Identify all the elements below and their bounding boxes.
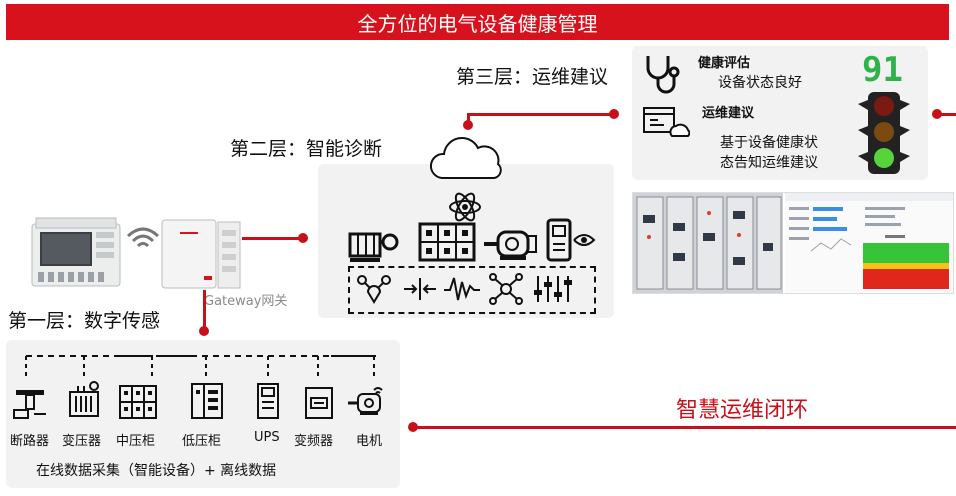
layer2-label: 第二层：智能诊断 <box>230 138 383 160</box>
device-label-transformer: 变压器 <box>62 434 102 449</box>
cloud-icon <box>428 136 508 182</box>
connector-dot <box>609 109 619 119</box>
layer1-connector <box>203 290 206 330</box>
advice-title: 运维建议 <box>702 106 755 121</box>
connector-dot <box>408 422 418 432</box>
health-status: 设备状态良好 <box>718 75 802 91</box>
connector-dot <box>932 109 942 119</box>
network-icon <box>488 272 524 306</box>
converge-arrows-icon <box>402 276 438 302</box>
layer3-connector <box>467 113 615 116</box>
traffic-light-icon <box>854 90 914 176</box>
data-collection-footer: 在线数据采集（智能设备）+ 离线数据 <box>36 463 277 479</box>
device-label-mv-cabinet: 中压柜 <box>116 434 156 449</box>
ups-icon <box>256 382 280 420</box>
health-score: 91 <box>862 50 903 90</box>
switchgear-icon <box>418 222 476 264</box>
atom-icon <box>448 192 482 222</box>
switchgear-photo <box>633 193 783 293</box>
layer3-label: 第三层：运维建议 <box>456 66 609 88</box>
bus-lines <box>25 355 376 380</box>
device-label-motor: 电机 <box>356 434 383 449</box>
waveform-icon <box>442 274 482 304</box>
transformer-icon <box>64 380 104 420</box>
connector-dot <box>463 120 473 130</box>
mv-cabinet-icon <box>118 384 158 420</box>
vfd-icon <box>304 386 334 420</box>
sensor-module-image <box>28 214 124 292</box>
gateway-device-image <box>160 216 242 292</box>
advice-line2: 态告知运维建议 <box>720 155 818 171</box>
device-label-vfd: 变频器 <box>294 434 334 449</box>
right-connector <box>938 113 956 116</box>
dashboard-screenshot <box>632 192 954 294</box>
devices-panel: 断路器 变压器 中压柜 低压柜 UPS 变频器 电机 在线数据采集（智能设备）+… <box>6 340 400 488</box>
device-label-breaker: 断路器 <box>10 434 50 449</box>
closed-loop-connector <box>414 426 956 429</box>
layer3-connector-drop <box>467 113 470 125</box>
layer2-connector <box>242 237 304 240</box>
lv-cabinet-icon <box>190 382 224 420</box>
connector-dot <box>298 233 308 243</box>
motor-device-icon <box>346 384 390 420</box>
device-label-lv-cabinet: 低压柜 <box>182 434 222 449</box>
gateway-label: Gateway网关 <box>204 294 288 309</box>
motor-icon <box>482 226 542 262</box>
banner-title: 全方位的电气设备健康管理 <box>357 11 598 36</box>
advice-line1: 基于设备健康状 <box>720 135 818 151</box>
closed-loop-label: 智慧运维闭环 <box>676 398 809 423</box>
diagnosis-panel <box>318 137 614 318</box>
device-label-ups: UPS <box>254 430 280 445</box>
location-nodes-icon <box>356 272 392 304</box>
title-banner: 全方位的电气设备健康管理 <box>6 4 949 40</box>
breaker-icon <box>12 384 48 420</box>
layer1-label: 第一层：数字传感 <box>8 310 161 332</box>
monitor-cloud-icon <box>642 106 690 140</box>
connector-dot <box>199 326 209 336</box>
pump-icon <box>348 224 404 264</box>
stethoscope-icon <box>640 52 686 96</box>
wifi-icon <box>126 224 160 250</box>
health-panel: 健康评估 设备状态良好 运维建议 基于设备健康状 态告知运维建议 91 <box>632 46 928 180</box>
sliders-icon <box>532 274 572 304</box>
dashboard-ui <box>785 193 953 293</box>
sensor-device-icon <box>546 218 598 264</box>
analytics-box <box>348 266 596 314</box>
health-title: 健康评估 <box>698 56 751 71</box>
